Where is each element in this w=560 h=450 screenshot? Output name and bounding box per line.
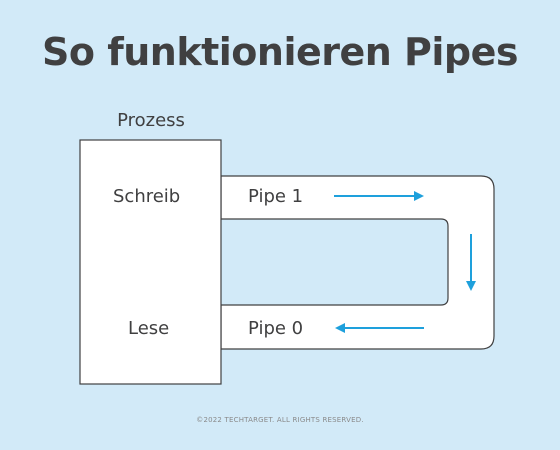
- pipe-1-label: Pipe 1: [248, 186, 304, 207]
- process-box: [79, 139, 222, 385]
- copyright-footer: ©2022 TECHTARGET. ALL RIGHTS RESERVED.: [196, 416, 364, 424]
- process-label: Prozess: [117, 110, 185, 131]
- read-label: Lese: [128, 318, 170, 339]
- diagram-title: So funktionieren Pipes: [41, 30, 519, 74]
- arrow-left-icon: [335, 323, 424, 333]
- write-label: Schreib: [113, 186, 181, 207]
- arrow-down-icon: [466, 234, 476, 291]
- arrow-right-icon: [334, 191, 424, 201]
- pipe-0-label: Pipe 0: [248, 318, 304, 339]
